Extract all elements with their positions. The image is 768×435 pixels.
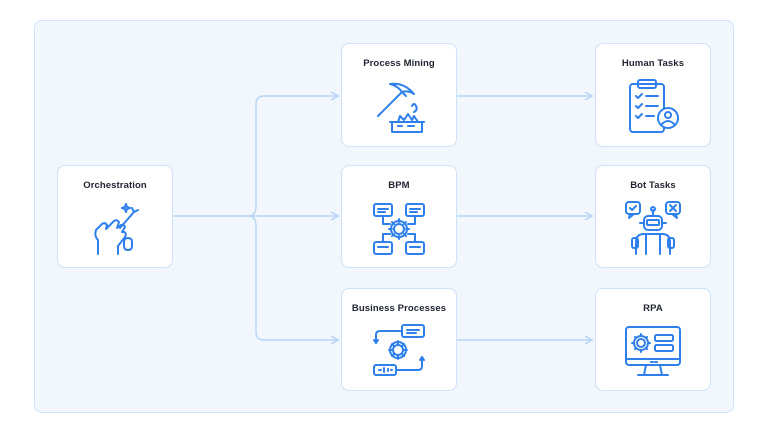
node-label: RPA [643,303,663,314]
edge-orchestration-process-mining [247,91,340,217]
node-business-processes: Business Processes [341,288,457,391]
node-label: Human Tasks [621,58,685,69]
hand-magic-wand-icon [84,198,146,260]
node-rpa: RPA [595,288,711,391]
clipboard-checklist-user-icon [622,76,684,138]
node-process-mining: Process Mining [341,43,457,147]
node-label: Business Processes [351,303,447,314]
node-label: Bot Tasks [630,180,676,191]
node-human-tasks: Human Tasks [595,43,711,147]
edge-orchestration-business-processes [247,215,340,345]
pickaxe-mining-icon [368,76,430,138]
robot-chat-icon [622,198,684,260]
node-orchestration: Orchestration [57,165,173,268]
node-bpm: BPM [341,165,457,268]
node-label: BPM [388,180,410,191]
process-cycle-gear-icon [368,321,430,383]
monitor-gear-icon [622,321,684,383]
gear-flowchart-icon [368,198,430,260]
node-label: Orchestration [83,180,147,191]
node-label: Process Mining [363,58,435,69]
node-bot-tasks: Bot Tasks [595,165,711,268]
